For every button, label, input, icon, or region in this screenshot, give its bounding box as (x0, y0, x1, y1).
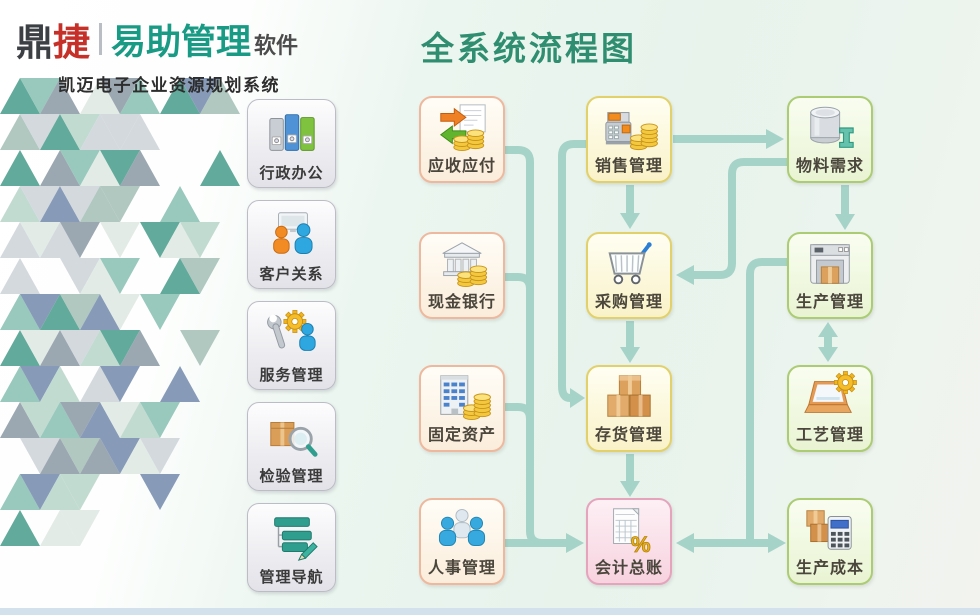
material-drum-icon (801, 101, 859, 155)
flow-node-production[interactable]: 生产管理 (787, 232, 873, 319)
binders-icon (263, 106, 321, 160)
flow-node-cash-bank[interactable]: 现金银行 (419, 232, 505, 319)
shopping-cart-icon (600, 237, 658, 291)
flow-node-process[interactable]: 工艺管理 (787, 365, 873, 452)
flow-node-receivable-payable[interactable]: 应收应付 (419, 96, 505, 183)
brand-char-ding: 鼎 (16, 22, 53, 63)
brand-product-name: 易助管理 (111, 22, 252, 62)
laptop-gear-icon (801, 370, 859, 424)
company-subtitle: 凯迈电子企业资源规划系统 (58, 76, 280, 95)
flow-node-label: 应收应付 (427, 158, 496, 175)
ledger-percent-icon: % (600, 503, 658, 558)
brand-logo: 鼎 捷 易助管理 软件 凯迈电子企业资源规划系统 (16, 12, 298, 96)
flow-node-label: 存货管理 (594, 427, 663, 444)
bottom-edge-strip (0, 608, 980, 615)
flow-node-label: 采购管理 (594, 294, 663, 311)
customers-icon (263, 207, 321, 261)
sidebar-item-label: 行政办公 (259, 165, 324, 182)
cash-register-icon (600, 101, 658, 155)
inspection-magnifier-icon (263, 409, 321, 463)
sidebar-item-navigation[interactable]: 管理导航 (247, 503, 336, 592)
flow-node-label: 物料需求 (795, 158, 864, 175)
navigation-list-icon (263, 510, 321, 564)
boxes-calculator-icon (801, 503, 859, 557)
people-group-icon (433, 503, 491, 557)
sidebar-item-inspection[interactable]: 检验管理 (247, 402, 336, 491)
flow-node-fixed-assets[interactable]: 固定资产 (419, 365, 505, 452)
flow-node-label: 现金银行 (427, 294, 496, 311)
service-tools-icon (263, 308, 321, 362)
flow-node-general-ledger[interactable]: % 会计总账 (586, 498, 672, 585)
sidebar-item-service[interactable]: 服务管理 (247, 301, 336, 390)
flow-node-inventory[interactable]: 存货管理 (586, 365, 672, 452)
sidebar-item-label: 客户关系 (259, 266, 324, 283)
sidebar-item-label: 检验管理 (259, 468, 324, 485)
flow-node-production-cost[interactable]: 生产成本 (787, 498, 873, 585)
brand-suffix: 软件 (254, 33, 299, 58)
sidebar-item-admin[interactable]: 行政办公 (247, 99, 336, 188)
flow-node-label: 会计总账 (594, 560, 663, 577)
flow-node-label: 生产成本 (795, 560, 864, 577)
flow-node-sales[interactable]: 销售管理 (586, 96, 672, 183)
sidebar-item-label: 管理导航 (259, 569, 324, 586)
flow-node-hr[interactable]: 人事管理 (419, 498, 505, 585)
bank-coins-icon (433, 237, 491, 291)
flow-node-label: 生产管理 (795, 294, 864, 311)
building-coins-icon (433, 370, 491, 424)
logo-divider (99, 23, 102, 55)
sidebar-item-crm[interactable]: 客户关系 (247, 200, 336, 289)
page-title: 全系统流程图 (421, 30, 637, 67)
flow-node-label: 销售管理 (594, 158, 663, 175)
svg-text:%: % (631, 532, 651, 557)
flow-node-purchase[interactable]: 采购管理 (586, 232, 672, 319)
brand-char-jie: 捷 (53, 22, 90, 63)
flow-node-label: 人事管理 (427, 560, 496, 577)
sidebar-item-label: 服务管理 (259, 367, 324, 384)
arrows-coins-icon (433, 101, 491, 155)
machine-box-icon (801, 237, 859, 291)
flow-node-label: 工艺管理 (795, 427, 864, 444)
cargo-boxes-icon (600, 370, 658, 424)
flow-node-label: 固定资产 (427, 427, 496, 444)
flow-node-material-requirements[interactable]: 物料需求 (787, 96, 873, 183)
